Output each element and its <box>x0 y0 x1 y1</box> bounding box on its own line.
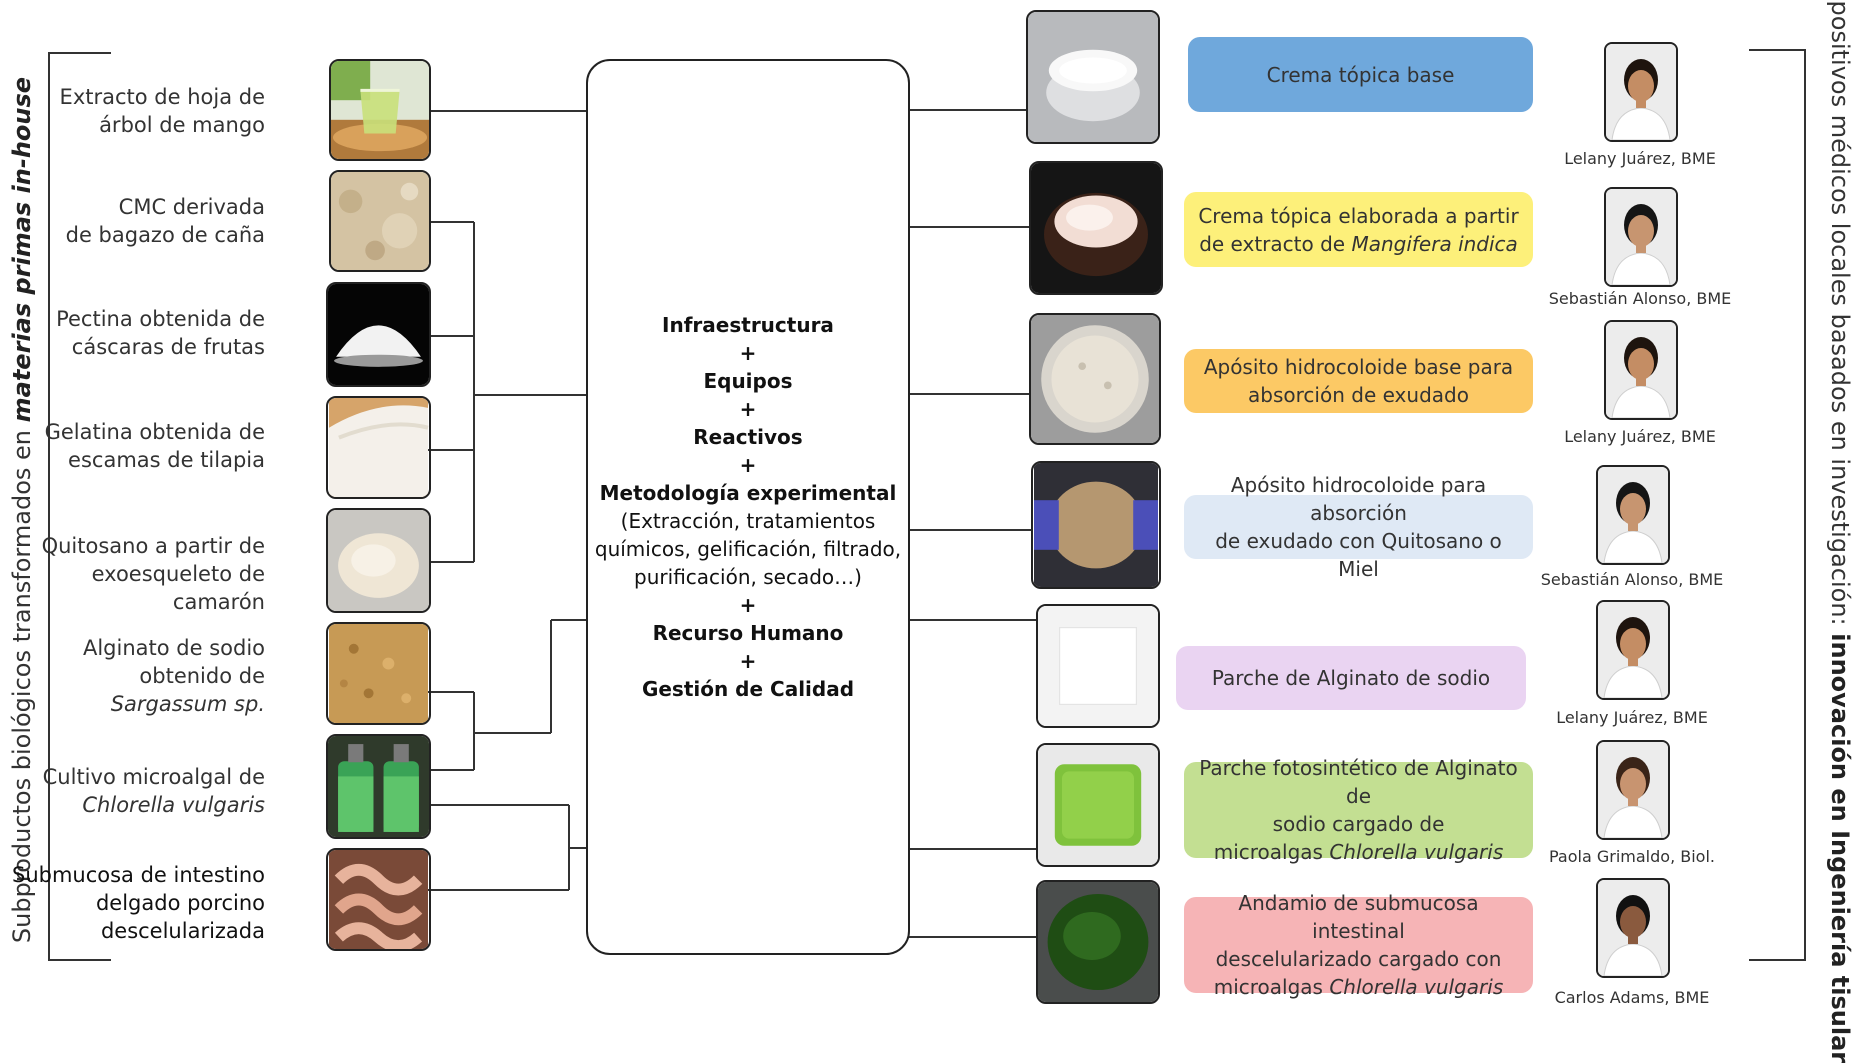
researcher-name: Lelany Juárez, BME <box>1564 149 1716 168</box>
source-label-line: Chlorella vulgaris <box>82 793 265 817</box>
hub-item: purificación, secado…) <box>634 565 862 589</box>
porcine-intestine-photo <box>326 848 431 951</box>
alginate-patch-photo <box>1036 604 1160 728</box>
source-label-line: Cultivo microalgal de <box>42 765 265 789</box>
researcher-name: Lelany Juárez, BME <box>1556 708 1708 727</box>
left-title-bold: materias primas in-house <box>8 76 36 423</box>
cmc-powder-photo <box>329 170 431 272</box>
pectin-powder-photo <box>326 282 431 387</box>
result-text: Crema tópica base <box>1266 62 1455 87</box>
source-label-line: descelularizada <box>100 919 265 943</box>
hub-plus: + <box>739 649 757 673</box>
hub-item: Gestión de Calidad <box>641 677 855 701</box>
hydrocolloid-dish-photo <box>1029 313 1161 445</box>
hydrocolloid-gloved-photo <box>1031 461 1161 589</box>
hub-item: Reactivos <box>693 425 803 449</box>
source-label-gelatin: Gelatina obtenida de escamas de tilapia <box>45 418 265 474</box>
source-label-line: CMC derivada <box>118 195 265 219</box>
researcher-name: Carlos Adams, BME <box>1554 988 1710 1007</box>
hub-plus: + <box>739 397 757 421</box>
source-label-line: de bagazo de caña <box>65 223 265 247</box>
right-title-text: Dispositivos médicos locales basados en … <box>1826 0 1854 634</box>
researcher-name: Sebastián Alonso, BME <box>1548 289 1732 308</box>
source-label-line: escamas de tilapia <box>68 448 265 472</box>
scaffold-patch-photo <box>1036 880 1160 1004</box>
microalgae-culture-photo <box>326 734 431 839</box>
result-label-base-cream: Crema tópica base <box>1188 37 1533 112</box>
process-hub: Infraestructura + Equipos + Reactivos + Metodo… <box>586 59 910 955</box>
hub-item: (Extracción, tratamientos <box>620 509 876 533</box>
mango-leaf-extract-photo <box>329 59 431 161</box>
hub-item: Metodología experimental <box>599 481 897 505</box>
hub-plus: + <box>739 341 757 365</box>
result-text: Parche de Alginato de sodio <box>1211 666 1491 690</box>
alginate-granules-photo <box>326 622 431 725</box>
researcher-avatar <box>1604 42 1678 142</box>
researcher-avatar <box>1596 740 1670 840</box>
photosynthetic-patch-photo <box>1036 743 1160 867</box>
source-label-pectin: Pectina obtenida de cáscaras de frutas <box>56 305 265 361</box>
source-label-line: Quitosano a partir de <box>41 534 265 558</box>
chitosan-powder-photo <box>326 508 431 613</box>
source-label-cmc: CMC derivada de bagazo de caña <box>66 193 265 249</box>
researcher-name: Sebastián Alonso, BME <box>1540 570 1724 589</box>
source-label-line: Extracto de hoja de <box>59 85 265 109</box>
source-label-submucosa: Submucosa de intestino delgado porcino d… <box>12 861 265 945</box>
researcher-name: Paola Grimaldo, Biol. <box>1549 847 1715 866</box>
source-label-alginate: Alginato de sodio obtenido de Sargassum … <box>83 634 265 718</box>
researcher-avatar <box>1596 878 1670 978</box>
gelatin-photo <box>326 396 431 499</box>
connector-lines <box>48 49 1806 961</box>
right-section-title: Dispositivos médicos locales basados en … <box>1826 0 1854 1063</box>
source-label-chitosan: Quitosano a partir de exoesqueleto de ca… <box>0 532 265 616</box>
left-section-title: Subproductos biológicos transformados en… <box>8 77 36 943</box>
hub-item: Recurso Humano <box>652 621 844 645</box>
researcher-name: Lelany Juárez, BME <box>1564 427 1716 446</box>
source-label-line: exoesqueleto de camarón <box>91 562 265 614</box>
researcher-avatar <box>1604 187 1678 287</box>
hub-plus: + <box>739 453 757 477</box>
mango-cream-jar-photo <box>1029 161 1163 295</box>
source-label-mango: Extracto de hoja de árbol de mango <box>60 83 265 139</box>
researcher-avatar <box>1596 600 1670 700</box>
source-label-line: Submucosa de intestino <box>11 863 265 887</box>
hub-item: Equipos <box>703 369 793 393</box>
source-label-line: cáscaras de frutas <box>71 335 265 359</box>
hub-item: químicos, gelificación, filtrado, <box>594 537 902 561</box>
source-label-line: árbol de mango <box>99 113 265 137</box>
hub-plus: + <box>739 593 757 617</box>
source-label-line: Gelatina obtenida de <box>44 420 265 444</box>
source-label-line: Alginato de sodio <box>82 636 265 660</box>
source-label-line: Sargassum sp. <box>110 692 265 716</box>
researcher-avatar <box>1604 320 1678 420</box>
source-label-line: Pectina obtenida de <box>56 307 265 331</box>
source-label-line: obtenido de <box>139 664 265 688</box>
source-label-line: delgado porcino <box>95 891 265 915</box>
right-title-bold: innovación en Ingeniería tisular <box>1826 633 1854 1063</box>
source-label-chlorella: Cultivo microalgal de Chlorella vulgaris <box>43 763 265 819</box>
researcher-avatar <box>1596 465 1670 565</box>
hub-item: Infraestructura <box>662 313 834 337</box>
cream-jar-photo <box>1026 10 1160 144</box>
result-label-alginate-patch: Parche de Alginato de sodio <box>1176 646 1526 710</box>
